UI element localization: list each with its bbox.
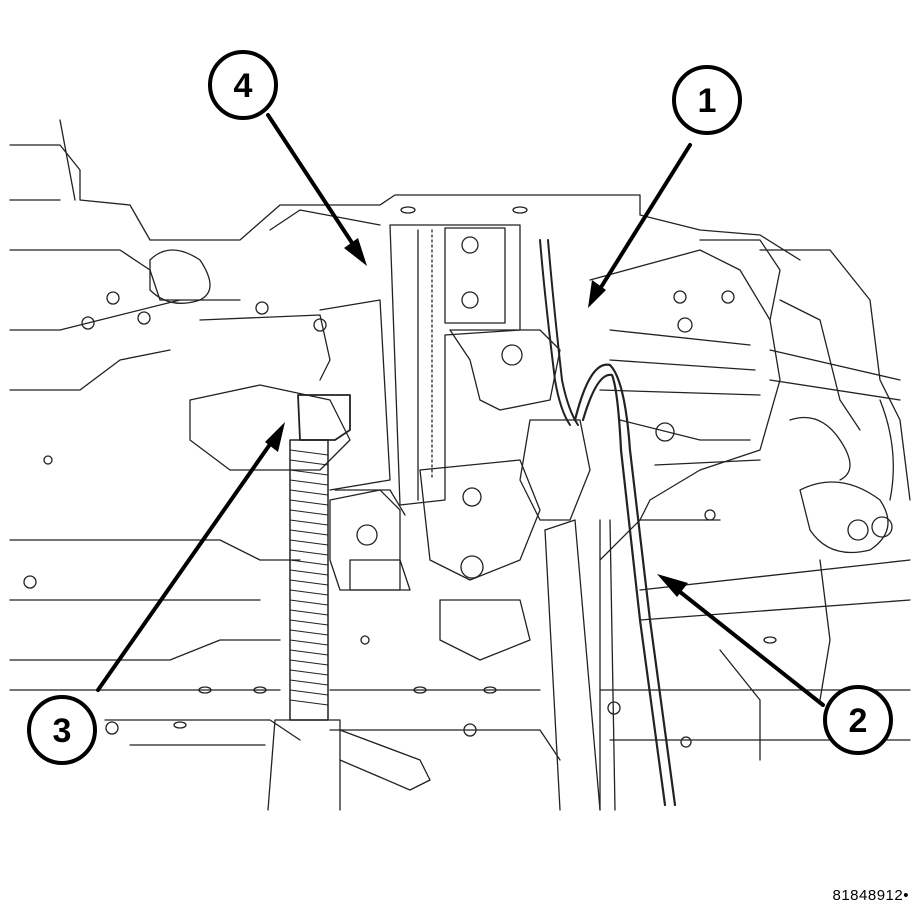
leader-arrow-3 (96, 428, 282, 692)
leader-arrow-2 (663, 578, 825, 707)
arrowhead-2 (657, 574, 688, 597)
fasteners (23, 206, 777, 748)
callout-label-3: 3 (53, 712, 72, 750)
shaft-bar (519, 419, 601, 811)
transmission-housing (589, 239, 893, 541)
arrowhead-1 (588, 280, 606, 308)
figure-id: 81848912• (832, 887, 909, 904)
arrowhead-4 (344, 238, 367, 266)
callout-label-1: 1 (698, 82, 717, 120)
callout-label-2: 2 (849, 702, 868, 740)
leader-arrow-1 (591, 143, 692, 302)
leader-arrows (96, 113, 825, 707)
chassis-outline (9, 119, 911, 811)
cable (539, 239, 677, 807)
callout-1: 1 (672, 65, 742, 135)
mounting-bracket (334, 224, 561, 661)
jack-stand (267, 394, 431, 811)
callout-3: 3 (27, 695, 97, 765)
callout-4: 4 (208, 50, 278, 120)
callout-2: 2 (823, 685, 893, 755)
arrowhead-3 (265, 422, 285, 452)
leader-arrow-4 (266, 113, 364, 260)
callout-label-4: 4 (234, 67, 253, 105)
